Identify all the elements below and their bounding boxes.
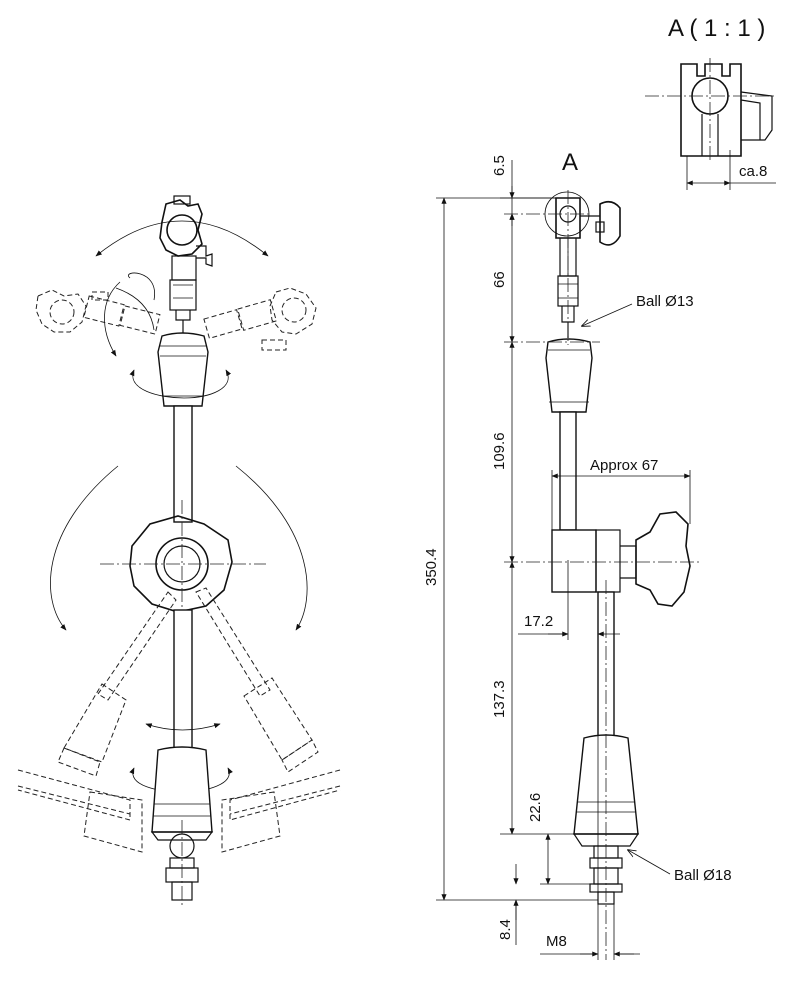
dim-17-2: 17.2	[524, 613, 553, 630]
dimensioned-view: A	[423, 149, 732, 960]
thread-m8-label: M8	[546, 933, 567, 950]
dim-22-6: 22.6	[527, 793, 544, 822]
detail-ref-a: A	[562, 149, 578, 176]
approx-67-label: Approx 67	[590, 457, 658, 474]
dim-109-6: 109.6	[491, 432, 508, 470]
dim-8-4: 8.4	[497, 919, 514, 940]
dim-137-3: 137.3	[491, 680, 508, 718]
detail-title: A ( 1 : 1 )	[668, 15, 765, 42]
detail-a-view: A ( 1 : 1 ) ca.8	[645, 15, 776, 190]
detail-dim-label: ca.8	[739, 163, 767, 180]
ball-13-label: Ball Ø13	[636, 293, 694, 310]
ball-18-label: Ball Ø18	[674, 867, 732, 884]
dim-6-5: 6.5	[491, 155, 508, 176]
dim-66: 66	[491, 271, 508, 288]
articulation-view	[17, 195, 341, 908]
dim-350-4: 350.4	[423, 548, 440, 586]
